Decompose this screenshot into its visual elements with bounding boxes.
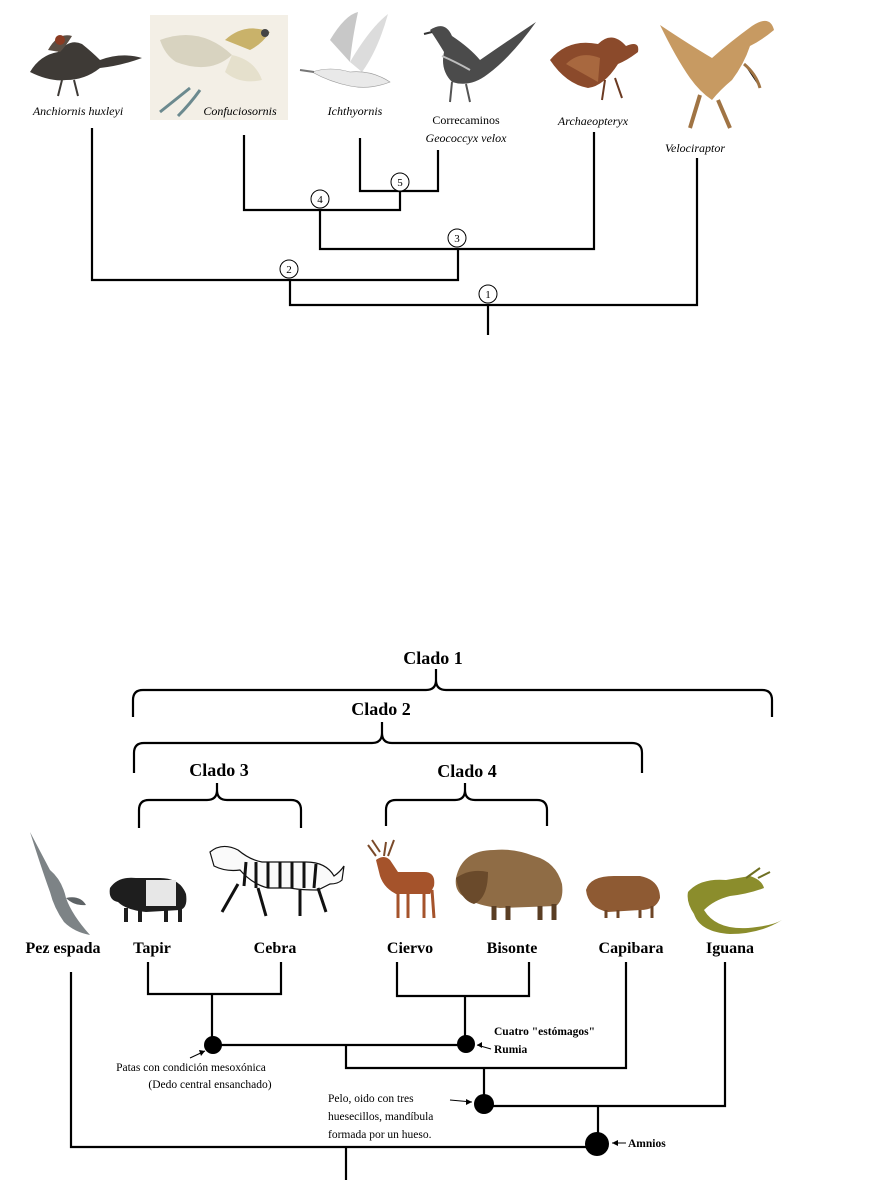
- taxon-bisonte: Bisonte: [487, 940, 538, 957]
- taxon-ichthyornis: Ichthyornis: [327, 104, 383, 118]
- archaeopteryx-icon: [550, 37, 638, 100]
- taxon-correcaminos-latin: Geococcyx velox: [426, 131, 508, 145]
- node-1-label: 1: [485, 289, 491, 301]
- node-mammal: [474, 1094, 494, 1114]
- char-pelo-3: formada por un hueso.: [328, 1129, 432, 1141]
- taxon-tapir: Tapir: [133, 940, 171, 957]
- node-1: 1: [479, 285, 497, 303]
- node-2: 2: [280, 260, 298, 278]
- taxon-cebra: Cebra: [254, 940, 297, 957]
- taxon-iguana: Iguana: [706, 940, 754, 957]
- node-2-label: 2: [286, 264, 292, 276]
- char-pelo-1: Pelo, oido con tres: [328, 1093, 414, 1105]
- char-pelo-2: huesecillos, mandíbula: [328, 1111, 433, 1123]
- capybara-icon: [586, 876, 660, 918]
- annotation-ruminant: Cuatro "estómagos" Rumia: [477, 1026, 595, 1056]
- clado-2-label: Clado 2: [351, 699, 411, 719]
- taxon-confuciusornis: Confuciosornis: [203, 104, 277, 118]
- raptor-icon: [660, 21, 774, 128]
- clado-4-label: Clado 4: [437, 761, 497, 781]
- bison-icon: [456, 850, 563, 920]
- feathered-dinosaur-icon: [30, 35, 142, 96]
- zebra-icon: [210, 846, 344, 916]
- top-tree-branches: [92, 128, 697, 335]
- node-3: 3: [448, 229, 466, 247]
- node-mesoxonic: [204, 1036, 222, 1054]
- taxon-capibara: Capibara: [599, 940, 664, 957]
- node-4-label: 4: [317, 194, 323, 206]
- annotation-amnios: Amnios: [612, 1138, 666, 1150]
- roadrunner-icon: [424, 22, 536, 102]
- taxon-archaeopteryx: Archaeopteryx: [557, 114, 629, 128]
- node-4: 4: [311, 190, 329, 208]
- bottom-cladogram: Clado 1 Clado 2 Clado 3 Clado 4: [25, 648, 782, 1180]
- char-cuatro-estomagos: Cuatro "estómagos": [494, 1026, 595, 1038]
- char-rumia: Rumia: [494, 1044, 527, 1056]
- annotation-mammal: Pelo, oido con tres huesecillos, mandíbu…: [328, 1093, 472, 1141]
- node-5-label: 5: [397, 177, 403, 189]
- node-ruminant: [457, 1035, 475, 1053]
- char-patas-1: Patas con condición mesoxónica: [116, 1062, 266, 1074]
- node-5: 5: [391, 173, 409, 191]
- tapir-icon: [110, 878, 187, 922]
- char-amnios: Amnios: [628, 1138, 666, 1150]
- clado-1-label: Clado 1: [403, 648, 463, 668]
- top-cladogram: Anchiornis huxleyi Confuciosornis Ichthy…: [30, 12, 774, 335]
- taxon-ciervo: Ciervo: [387, 940, 433, 957]
- swordfish-icon: [30, 832, 90, 935]
- taxon-anchiornis: Anchiornis huxleyi: [32, 104, 123, 118]
- taxon-pez-espada: Pez espada: [25, 940, 100, 957]
- taxon-correcaminos-common: Correcaminos: [432, 113, 500, 127]
- clado-3-label: Clado 3: [189, 760, 249, 780]
- node-3-label: 3: [454, 233, 460, 245]
- char-patas-2: (Dedo central ensanchado): [148, 1079, 271, 1091]
- annotation-mesoxonic: Patas con condición mesoxónica (Dedo cen…: [116, 1050, 272, 1091]
- iguana-icon: [688, 868, 782, 934]
- clado-braces: [133, 669, 772, 828]
- deer-icon: [368, 840, 434, 918]
- seabird-icon: [300, 12, 390, 87]
- taxon-velociraptor: Velociraptor: [665, 141, 725, 155]
- node-amnios: [585, 1132, 609, 1156]
